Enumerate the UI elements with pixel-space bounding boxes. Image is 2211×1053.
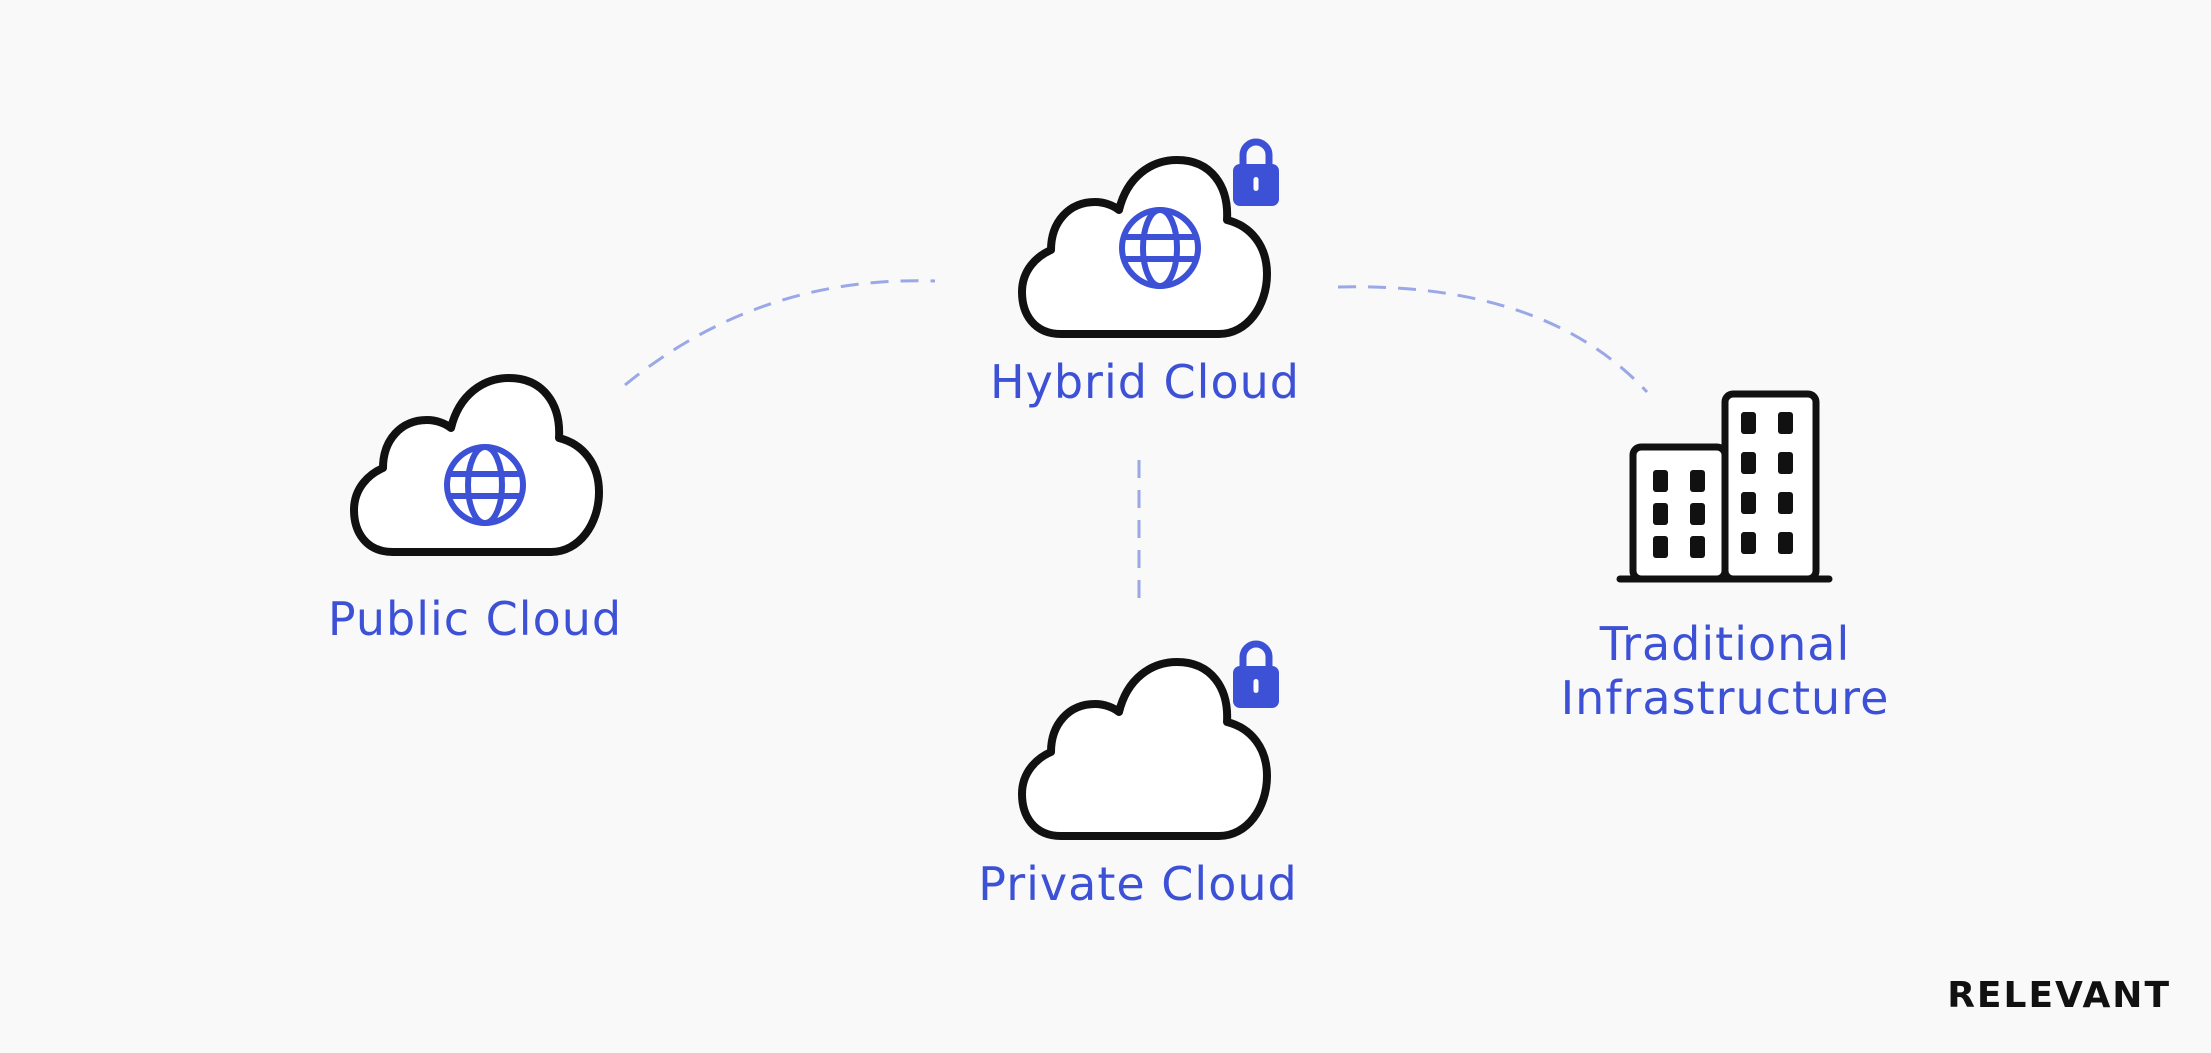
traditional-infrastructure-label: Traditional Infrastructure: [1515, 617, 1935, 725]
connector-public-hybrid: [624, 279, 936, 387]
traditional-label-line1: Traditional: [1599, 617, 1851, 671]
hybrid-cloud-node: [1022, 142, 1279, 334]
private-cloud-label: Private Cloud: [978, 857, 1298, 911]
cloud-icon: [1022, 662, 1267, 836]
brand-logo: RELEVANT: [1947, 975, 2171, 1016]
lock-icon: [1233, 142, 1279, 206]
public-cloud-label: Public Cloud: [327, 592, 623, 646]
lock-icon: [1233, 644, 1279, 708]
cloud-icon: [354, 378, 599, 552]
office-building-icon: [1616, 390, 1833, 583]
traditional-label-line2: Infrastructure: [1560, 671, 1890, 725]
public-cloud-node: [354, 378, 599, 552]
connector-hybrid-traditional: [1337, 285, 1649, 394]
private-cloud-node: [1022, 644, 1279, 836]
hybrid-cloud-label: Hybrid Cloud: [990, 355, 1300, 409]
